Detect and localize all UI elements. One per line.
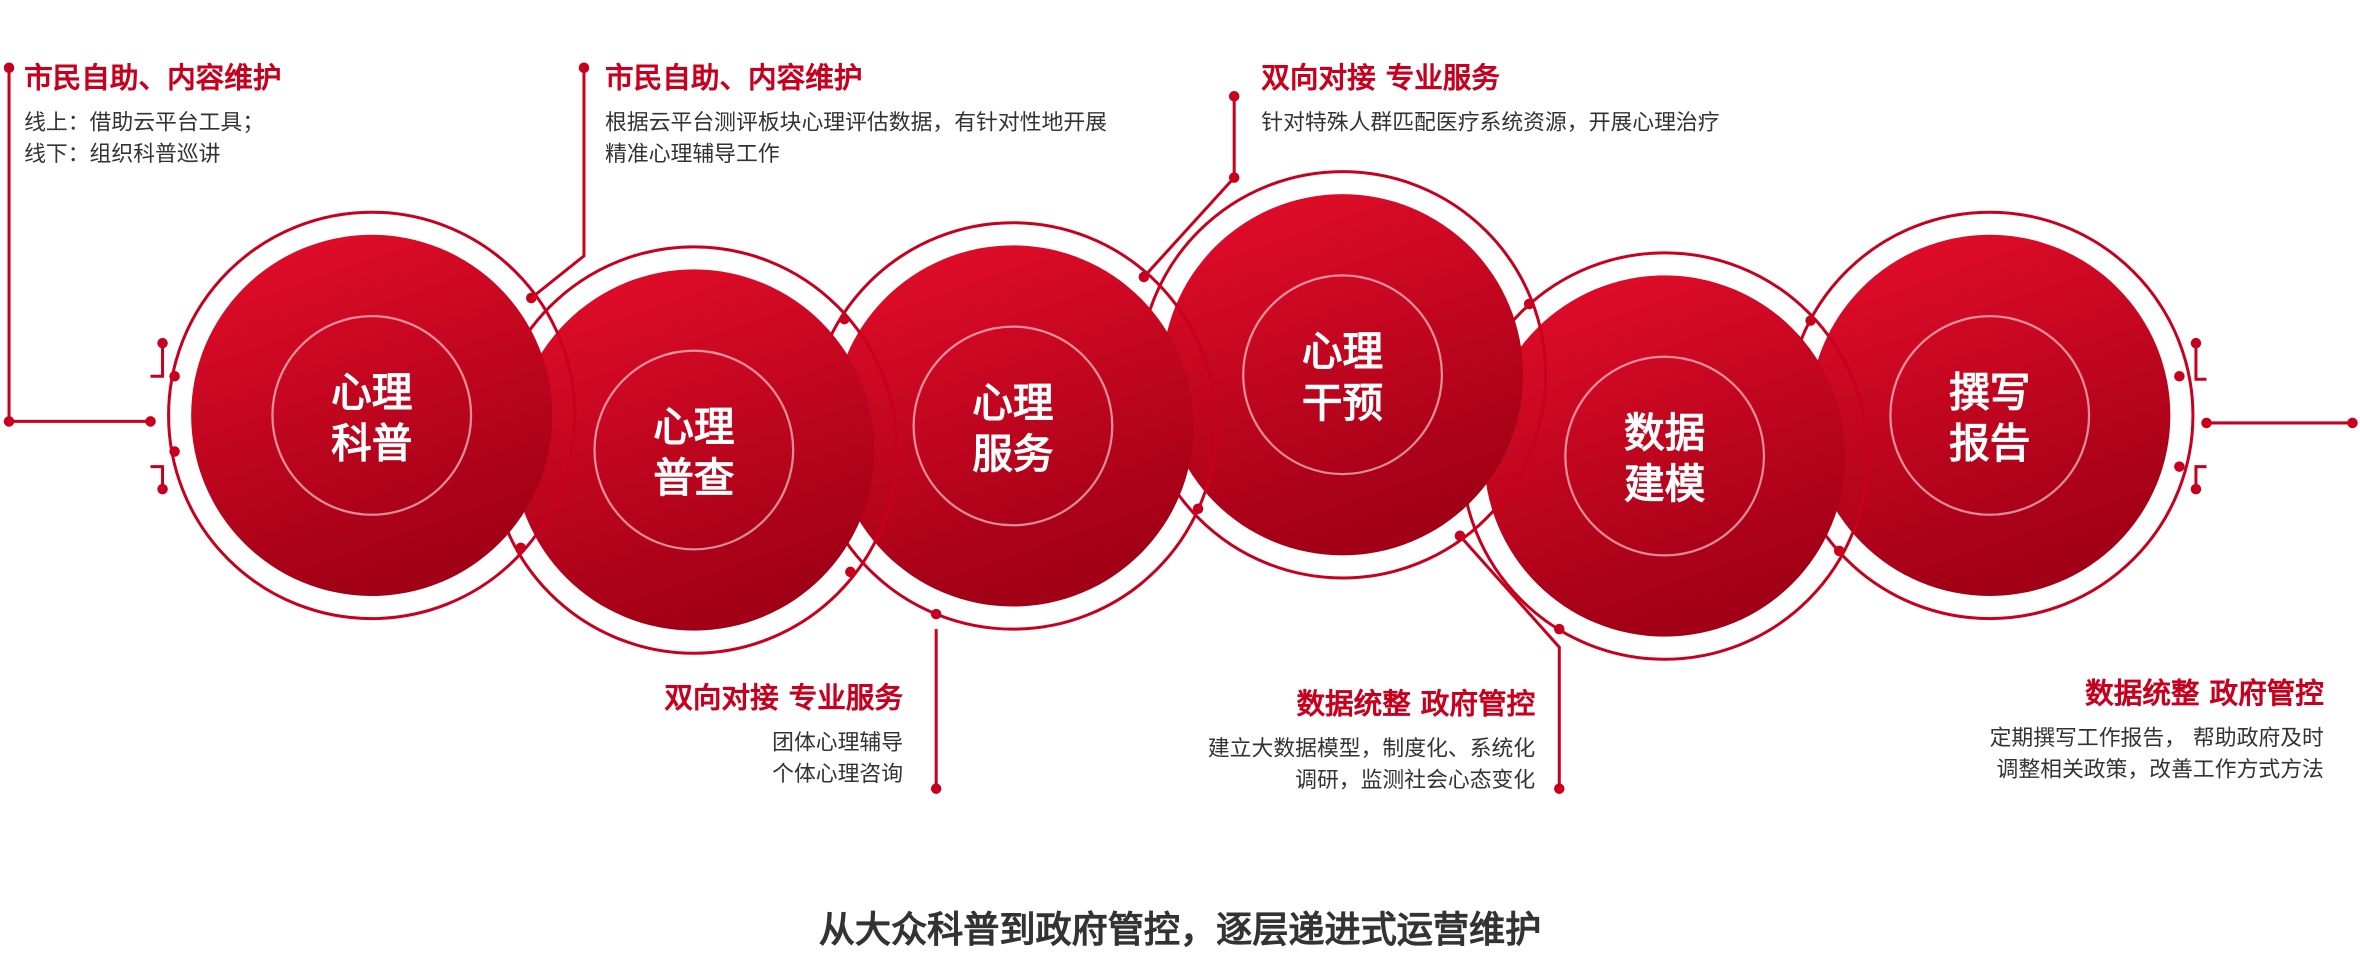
step-4-disc <box>1161 194 1524 556</box>
callout-5: 数据统整 政府管控 建立大数据模型，制度化、系统化 调研，监测社会心态变化 <box>1208 686 1535 797</box>
callout-3: 双向对接 专业服务 团体心理辅导 个体心理咨询 <box>664 680 903 791</box>
connector-dot <box>930 608 942 620</box>
callout-1-title: 市民自助、内容维护 <box>24 61 282 95</box>
connector-dot <box>1554 623 1565 635</box>
bracket-right <box>2194 343 2207 381</box>
connector-dot <box>157 337 168 349</box>
step-3-inner-ring <box>912 325 1114 527</box>
step-6-inner-ring <box>1889 314 2091 516</box>
callout-6-line-1: 定期撰写工作报告， 帮助政府及时 <box>1989 726 2324 752</box>
callout-3-title: 双向对接 专业服务 <box>664 681 904 715</box>
callout-6: 数据统整 政府管控 定期撰写工作报告， 帮助政府及时 调整相关政策，改善工作方式… <box>1990 676 2324 787</box>
callout-1-line-2: 线下：组织科普巡讲 <box>24 142 221 168</box>
step-1-disc <box>191 234 553 597</box>
step-1-inner-ring <box>271 314 473 516</box>
callout-6-title: 数据统整 政府管控 <box>2085 677 2324 711</box>
step-6-disc <box>1809 234 2171 597</box>
bracket-right-low <box>2194 465 2207 490</box>
step-3-disc <box>832 245 1194 607</box>
step-5-disc <box>1484 275 1846 637</box>
bracket-left <box>150 343 165 378</box>
connector-dot <box>1138 271 1150 283</box>
step-circle-4: 心理 干预 <box>1137 170 1548 580</box>
connector-dot <box>1833 545 1845 557</box>
step-circles: 撰写 报告 数据 建模 心理 干预 <box>167 170 2195 661</box>
callout-5-title: 数据统整 政府管控 <box>1296 687 1536 721</box>
connector-dot <box>1523 298 1535 310</box>
connector-dot <box>578 62 590 73</box>
connector-dot <box>2190 337 2202 349</box>
connector-dot <box>1228 91 1240 102</box>
callout-1-line-1: 线上：借助云平台工具； <box>24 111 265 136</box>
connector-2 <box>530 67 586 300</box>
callout-2-title: 市民自助、内容维护 <box>605 61 863 95</box>
connector-dot <box>3 62 15 73</box>
step-4-label-line1: 心理 <box>1302 328 1383 376</box>
footer-caption: 从大众科普到政府管控，逐层递进式运营维护 <box>818 909 1542 952</box>
step-circle-2: 心理 普查 <box>489 245 899 655</box>
connector-dot <box>145 416 156 427</box>
callout-2: 市民自助、内容维护 根据云平台测评板块心理评估数据，有针对性地开展 精准心理辅导… <box>605 60 1107 171</box>
callout-2-line-2: 精准心理辅导工作 <box>605 142 780 168</box>
step-3-label-line2: 服务 <box>972 430 1054 478</box>
step-2-disc <box>513 269 875 631</box>
callout-2-line-1: 根据云平台测评板块心理评估数据，有针对性地开展 <box>605 111 1108 136</box>
callout-3-line-2: 个体心理咨询 <box>772 763 904 788</box>
connector-dot <box>2174 461 2185 472</box>
connector-dot <box>515 542 527 554</box>
connector-dot <box>2201 417 2212 429</box>
connector-dot <box>1228 172 1240 183</box>
step-1-label-line2: 科普 <box>331 420 412 468</box>
connector-dot <box>839 313 850 325</box>
step-3-label-line1: 心理 <box>972 379 1053 427</box>
step-4-inner-ring <box>1242 274 1444 476</box>
callout-1: 市民自助、内容维护 线上：借助云平台工具； 线下：组织科普巡讲 <box>24 60 281 171</box>
callout-5-line-2: 调研，监测社会心态变化 <box>1295 769 1536 794</box>
connector-dot <box>526 292 537 304</box>
connector-dot <box>3 416 15 427</box>
callout-4: 双向对接 专业服务 针对特殊人群匹配医疗系统资源，开展心理治疗 <box>1261 60 1719 140</box>
connector-dot <box>2347 417 2358 429</box>
step-4-label-line2: 干预 <box>1302 379 1383 427</box>
step-5-label-line1: 数据 <box>1624 409 1705 457</box>
bracket-left-low <box>150 465 165 490</box>
step-6-label-line2: 报告 <box>1949 420 2030 468</box>
connector-dots <box>3 62 2358 794</box>
step-1-label-line1: 心理 <box>331 368 412 416</box>
callout-4-line-1: 针对特殊人群匹配医疗系统资源，开展心理治疗 <box>1261 111 1720 136</box>
connector-dot <box>930 783 942 794</box>
connector-dot <box>169 371 180 382</box>
step-6-label-line1: 撰写 <box>1949 368 2030 416</box>
step-1-outer-ring <box>167 210 577 621</box>
step-circle-6: 撰写 报告 <box>1785 210 2195 621</box>
connector-dot <box>1454 530 1466 542</box>
connector-dot <box>1805 315 1816 326</box>
step-circle-5: 数据 建模 <box>1459 251 1870 661</box>
connector-dot <box>157 483 168 495</box>
connector-dot <box>1192 503 1204 514</box>
step-2-label-line1: 心理 <box>653 403 734 451</box>
connector-dot <box>1554 783 1565 794</box>
connector-dot <box>2190 483 2202 495</box>
callout-5-line-1: 建立大数据模型，制度化、系统化 <box>1207 737 1536 762</box>
connector-dot <box>169 446 180 457</box>
step-5-inner-ring <box>1564 355 1766 557</box>
callout-4-title: 双向对接 专业服务 <box>1261 61 1501 95</box>
callout-3-line-1: 团体心理辅导 <box>772 731 904 756</box>
step-2-inner-ring <box>593 349 795 551</box>
step-circle-1: 心理 科普 <box>167 210 577 621</box>
connector-5 <box>1458 534 1561 789</box>
connector-dot <box>2174 371 2185 382</box>
connector-dot <box>845 566 856 578</box>
step-5-label-line2: 建模 <box>1624 460 1706 508</box>
step-2-label-line2: 普查 <box>653 454 735 502</box>
callout-6-line-2: 调整相关政策，改善工作方式方法 <box>1996 758 2324 783</box>
